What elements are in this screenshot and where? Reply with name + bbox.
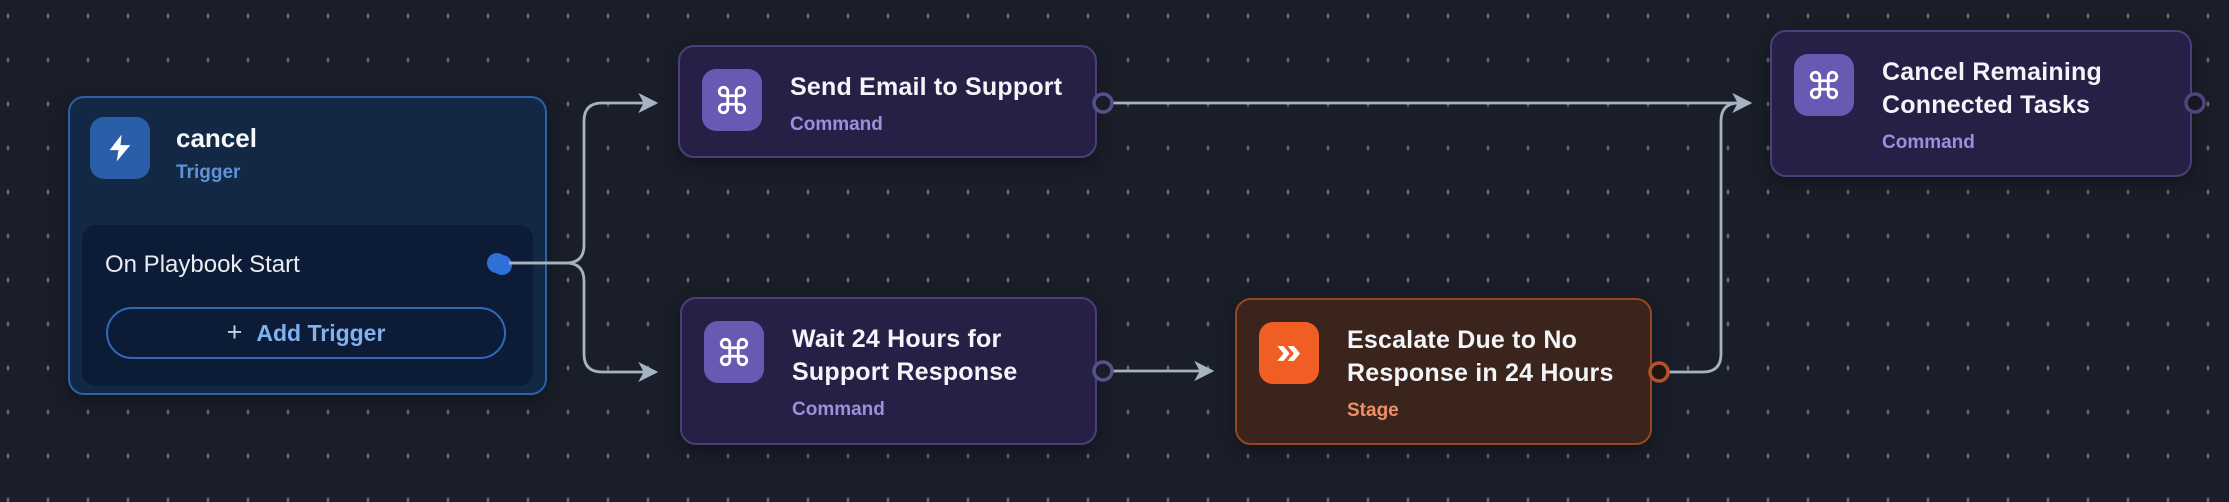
trigger-row-label: On Playbook Start bbox=[105, 251, 300, 278]
node-title: Escalate Due to No Response in 24 Hours bbox=[1347, 326, 1614, 387]
fast-forward-glyph bbox=[1277, 345, 1301, 361]
node-title: Cancel Remaining Connected Tasks bbox=[1882, 58, 2102, 119]
node-title: Wait 24 Hours for Support Response bbox=[792, 325, 1018, 386]
edge-trigger-to-send-email[interactable] bbox=[509, 92, 659, 265]
trigger-node-header: cancel Trigger bbox=[70, 98, 545, 185]
lightning-bolt-icon bbox=[90, 117, 150, 179]
node-escalate-stage[interactable]: Escalate Due to No Response in 24 Hours … bbox=[1235, 298, 1652, 445]
node-type-badge: Stage bbox=[1347, 400, 1399, 421]
node-text: Cancel Remaining Connected Tasks Command bbox=[1882, 54, 2120, 153]
command-key-glyph bbox=[717, 85, 747, 115]
node-text: Escalate Due to No Response in 24 Hours … bbox=[1347, 322, 1628, 421]
command-key-icon bbox=[1794, 54, 1854, 116]
port-wait-output[interactable] bbox=[1092, 360, 1114, 382]
add-trigger-button[interactable]: + Add Trigger bbox=[106, 307, 506, 359]
node-title: Send Email to Support bbox=[790, 73, 1063, 101]
node-send-email-to-support[interactable]: Send Email to Support Command bbox=[678, 45, 1097, 158]
plus-icon: + bbox=[226, 316, 243, 347]
node-title: cancel bbox=[176, 123, 257, 153]
node-cancel-remaining-tasks[interactable]: Cancel Remaining Connected Tasks Command bbox=[1770, 30, 2192, 177]
port-send-email-output[interactable] bbox=[1092, 92, 1114, 114]
node-text: Send Email to Support Command bbox=[790, 69, 1063, 135]
node-trigger-cancel[interactable]: cancel Trigger On Playbook Start + Add T… bbox=[68, 96, 547, 395]
node-text: Wait 24 Hours for Support Response Comma… bbox=[792, 321, 1044, 421]
node-type-badge: Command bbox=[1882, 132, 1975, 153]
node-wait-24-hours[interactable]: Wait 24 Hours for Support Response Comma… bbox=[680, 297, 1097, 445]
add-trigger-label: Add Trigger bbox=[256, 319, 386, 346]
command-key-icon bbox=[704, 321, 764, 383]
node-type-badge: Command bbox=[792, 399, 885, 420]
node-type-badge: Command bbox=[790, 114, 883, 135]
port-trigger-output[interactable] bbox=[487, 253, 507, 273]
trigger-list-panel: On Playbook Start + Add Trigger bbox=[82, 225, 533, 386]
trigger-row-on-playbook-start[interactable]: On Playbook Start bbox=[82, 225, 533, 305]
port-cancel-tasks-output[interactable] bbox=[2184, 92, 2206, 114]
command-key-glyph bbox=[1809, 70, 1839, 100]
command-key-glyph bbox=[719, 337, 749, 367]
node-type-badge: Trigger bbox=[176, 162, 241, 183]
lightning-bolt-glyph bbox=[109, 134, 131, 162]
trigger-node-text: cancel Trigger bbox=[176, 117, 257, 185]
edge-escalate-to-cancel-tasks[interactable] bbox=[1669, 101, 1745, 374]
fast-forward-icon bbox=[1259, 322, 1319, 384]
port-escalate-output[interactable] bbox=[1648, 361, 1670, 383]
edge-trigger-to-wait[interactable] bbox=[509, 261, 659, 383]
command-key-icon bbox=[702, 69, 762, 131]
